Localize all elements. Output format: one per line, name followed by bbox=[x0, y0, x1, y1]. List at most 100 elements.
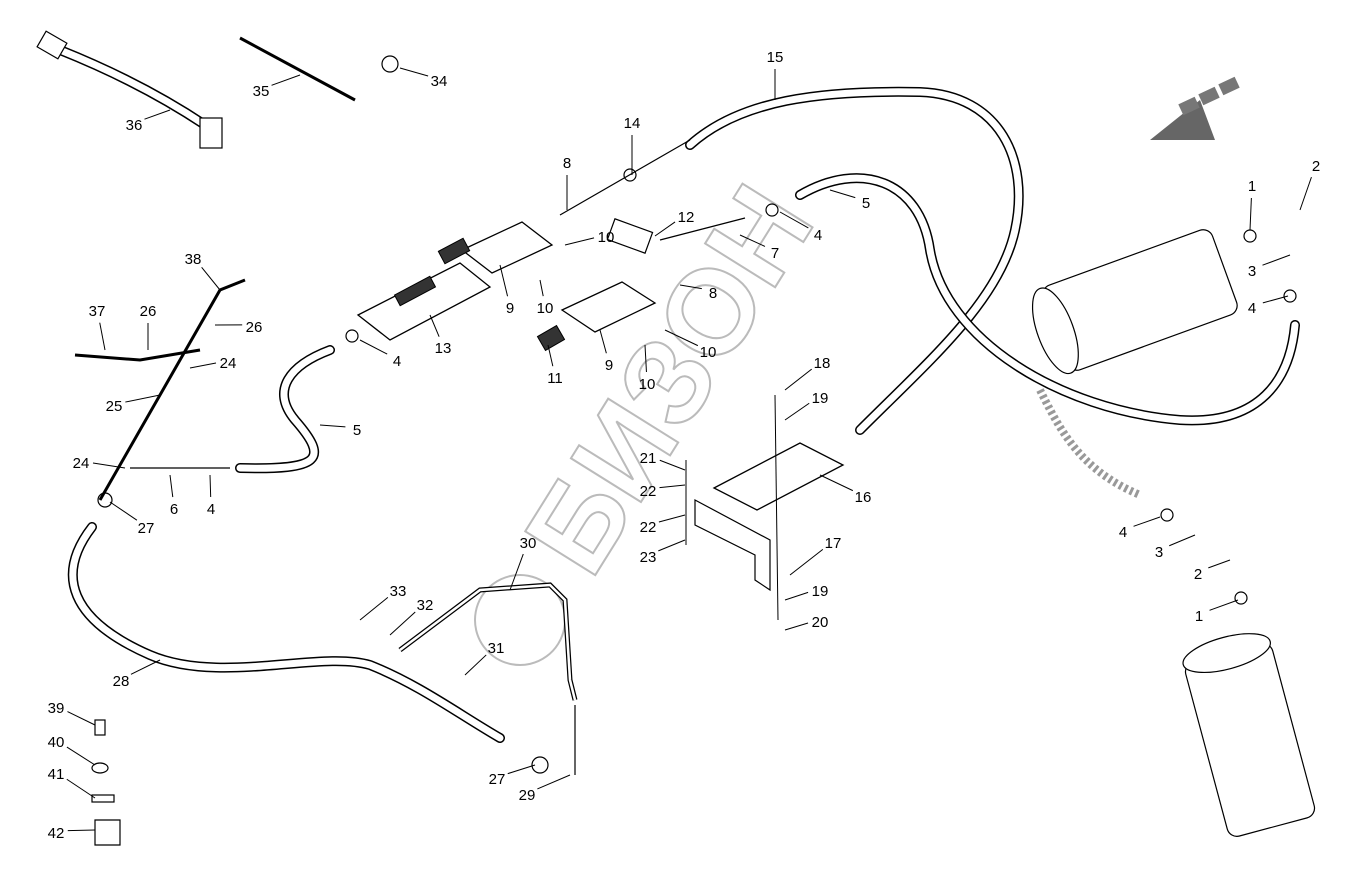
callout-27: 27 bbox=[489, 764, 536, 788]
callout-21: 21 bbox=[640, 450, 686, 471]
callout-2: 2 bbox=[1299, 158, 1320, 211]
callout-number: 23 bbox=[640, 549, 657, 566]
callout-number: 20 bbox=[812, 614, 829, 631]
callout-4: 4 bbox=[359, 339, 401, 370]
callout-8: 8 bbox=[679, 284, 717, 302]
callout-19: 19 bbox=[784, 390, 829, 421]
callout-number: 34 bbox=[431, 73, 448, 90]
callout-number: 3 bbox=[1155, 544, 1163, 561]
callout-number: 26 bbox=[140, 303, 157, 320]
callout-39: 39 bbox=[48, 700, 96, 726]
leader-line bbox=[189, 362, 217, 369]
leader-line bbox=[819, 474, 854, 492]
callout-10: 10 bbox=[537, 279, 553, 317]
leader-line bbox=[99, 322, 106, 351]
callout-number: 17 bbox=[825, 535, 842, 552]
callout-number: 5 bbox=[862, 195, 870, 212]
callout-30: 30 bbox=[509, 535, 537, 591]
callout-41: 41 bbox=[48, 766, 96, 799]
callout-32: 32 bbox=[389, 597, 433, 636]
leader-line bbox=[654, 221, 676, 237]
leader-line bbox=[109, 501, 138, 521]
callout-20: 20 bbox=[784, 614, 829, 631]
leader-line bbox=[1299, 176, 1312, 211]
bracket-17 bbox=[694, 499, 771, 592]
callout-number: 27 bbox=[138, 520, 155, 537]
leader-line bbox=[537, 774, 571, 790]
callout-23: 23 bbox=[640, 539, 686, 566]
callout-34: 34 bbox=[399, 67, 448, 90]
callout-10: 10 bbox=[664, 329, 716, 361]
callout-number: 1 bbox=[1248, 178, 1256, 195]
callout-number: 27 bbox=[489, 771, 506, 788]
callout-number: 4 bbox=[1248, 300, 1256, 317]
plates bbox=[356, 221, 845, 511]
air-tank-upper bbox=[1031, 229, 1238, 375]
callout-18: 18 bbox=[784, 355, 830, 391]
leader-line bbox=[67, 829, 96, 832]
leader-line bbox=[464, 654, 487, 676]
callout-16: 16 bbox=[819, 474, 871, 506]
callout-number: 1 bbox=[1195, 608, 1203, 625]
callout-number: 8 bbox=[563, 155, 571, 172]
leader-line bbox=[644, 344, 647, 373]
callout-24: 24 bbox=[73, 455, 126, 472]
callout-number: 21 bbox=[640, 450, 657, 467]
hoses bbox=[55, 45, 1300, 743]
leader-line bbox=[319, 424, 346, 428]
callout-5: 5 bbox=[829, 189, 870, 212]
leader-line bbox=[169, 474, 174, 498]
hose-28 bbox=[67, 522, 505, 743]
leader-line bbox=[67, 711, 96, 726]
callout-number: 15 bbox=[767, 49, 784, 66]
callout-number: 19 bbox=[812, 390, 829, 407]
callout-3: 3 bbox=[1155, 534, 1196, 561]
callout-number: 19 bbox=[812, 583, 829, 600]
callout-26: 26 bbox=[214, 319, 262, 336]
air-tank-lower bbox=[1182, 633, 1316, 837]
callout-number: 25 bbox=[106, 398, 123, 415]
leader-line bbox=[125, 394, 161, 403]
leader-line bbox=[784, 402, 810, 421]
leader-line bbox=[1169, 534, 1196, 547]
leader-line bbox=[658, 539, 686, 552]
callout-number: 35 bbox=[253, 83, 270, 100]
leader-line bbox=[201, 267, 221, 291]
leader-line bbox=[66, 746, 96, 766]
leader-line bbox=[130, 659, 161, 675]
callout-number: 9 bbox=[506, 300, 514, 317]
callout-22: 22 bbox=[640, 514, 686, 536]
callout-38: 38 bbox=[185, 251, 221, 291]
callout-12: 12 bbox=[654, 209, 694, 237]
callout-5: 5 bbox=[319, 422, 361, 439]
callout-9: 9 bbox=[599, 329, 613, 374]
callout-number: 39 bbox=[48, 700, 65, 717]
callout-4: 4 bbox=[779, 211, 822, 244]
callout-number: 38 bbox=[185, 251, 202, 268]
callout-6: 6 bbox=[169, 474, 178, 518]
leader-line bbox=[829, 189, 856, 199]
callout-number: 30 bbox=[520, 535, 537, 552]
callout-number: 29 bbox=[519, 787, 536, 804]
leader-line bbox=[679, 284, 702, 290]
callout-number: 36 bbox=[126, 117, 143, 134]
callout-number: 7 bbox=[771, 245, 779, 262]
leader-line bbox=[359, 597, 389, 621]
leader-line bbox=[547, 344, 554, 367]
leader-line bbox=[664, 329, 699, 347]
callout-17: 17 bbox=[789, 535, 842, 576]
leader-line bbox=[1262, 295, 1289, 304]
leader-line bbox=[1262, 254, 1291, 266]
leader-line bbox=[92, 462, 126, 469]
leader-line bbox=[784, 591, 809, 601]
leader-line bbox=[779, 211, 809, 229]
callout-29: 29 bbox=[519, 774, 571, 804]
callout-37: 37 bbox=[89, 303, 106, 351]
callout-4: 4 bbox=[1248, 295, 1289, 317]
leader-line bbox=[784, 368, 812, 391]
callout-number: 28 bbox=[113, 673, 130, 690]
callout-13: 13 bbox=[429, 314, 451, 357]
callout-27: 27 bbox=[109, 501, 155, 537]
leader-line bbox=[509, 553, 524, 591]
